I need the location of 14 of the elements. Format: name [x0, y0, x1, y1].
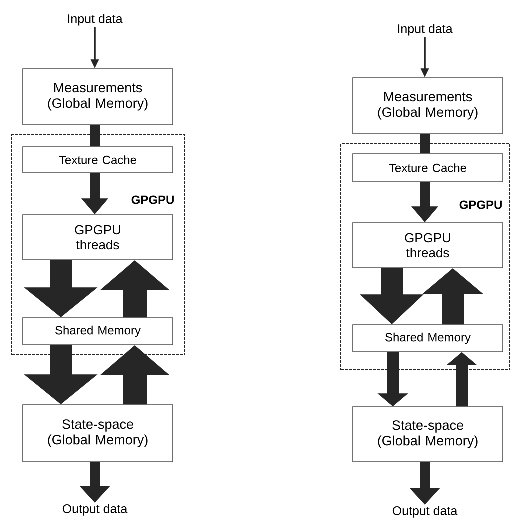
io-label: Input data [398, 24, 453, 36]
io-label: Output data [392, 506, 458, 518]
memory-box: Measurements (Global Memory) [22, 68, 174, 126]
io-label: Input data [68, 14, 123, 26]
memory-box: Texture Cache [22, 146, 174, 174]
memory-box: State-space (Global Memory) [22, 404, 174, 462]
memory-box: Texture Cache [352, 154, 504, 182]
memory-box: GPGPU threads [22, 214, 174, 260]
memory-box: Measurements (Global Memory) [352, 78, 504, 134]
memory-box: Shared Memory [352, 324, 504, 352]
memory-box: Shared Memory [22, 318, 174, 346]
memory-box: State-space (Global Memory) [352, 406, 504, 462]
memory-box: GPGPU threads [352, 222, 504, 268]
io-label: Output data [62, 504, 128, 516]
